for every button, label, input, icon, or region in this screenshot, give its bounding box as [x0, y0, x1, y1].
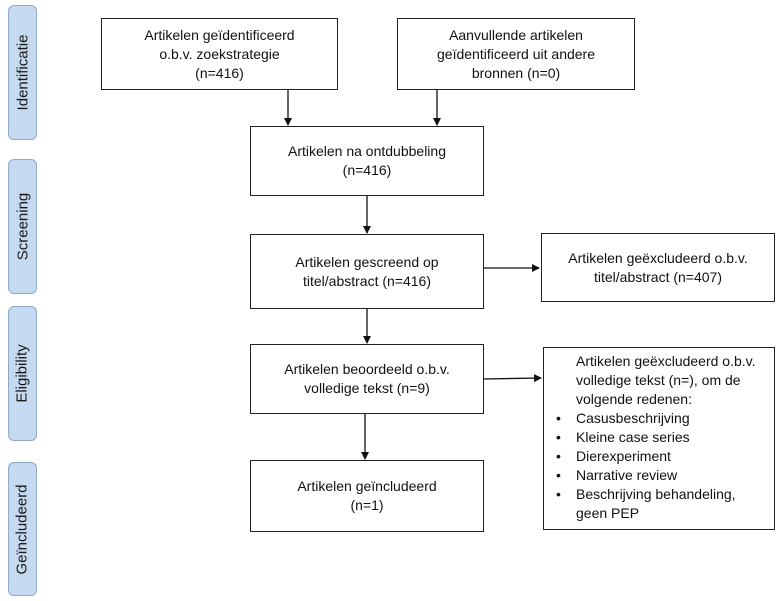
exclusion-reason: Narrative review [554, 466, 736, 485]
box-line: Artikelen beoordeeld o.b.v. [284, 361, 450, 377]
box-line: Artikelen geïdentificeerd [144, 26, 295, 43]
exclusion-reason: Dierexperiment [554, 447, 736, 466]
box-identified-other: Aanvullende artikelen geïdentificeerd ui… [397, 18, 635, 90]
box-line: volgende redenen: [576, 391, 692, 407]
box-line: Artikelen gescreend op [295, 253, 439, 270]
phase-identificatie: Identificatie [8, 5, 37, 140]
phase-label: Screening [14, 192, 32, 261]
box-line: (n=416) [195, 64, 244, 81]
box-line: bronnen (n=0) [471, 64, 561, 81]
box-line: volledige tekst (n=), om de [576, 372, 741, 388]
exclusion-reason: Beschrijving behandeling, [554, 485, 736, 504]
box-included: Artikelen geïncludeerd (n=1) [250, 460, 484, 532]
exclusion-reasons-list: Casusbeschrijving Kleine case series Die… [556, 409, 736, 504]
box-line: Artikelen na ontdubbeling [287, 143, 446, 159]
box-line: volledige tekst (n=9) [304, 380, 430, 396]
exclusion-reason: Kleine case series [554, 428, 736, 447]
box-fulltext-assessed: Artikelen beoordeeld o.b.v. volledige te… [250, 344, 484, 414]
exclusion-reason: Casusbeschrijving [554, 409, 736, 428]
box-line: Aanvullende artikelen [449, 26, 583, 43]
box-line: Artikelen geëxcludeerd o.b.v. [568, 249, 748, 266]
box-line: titel/abstract (n=416) [302, 272, 431, 289]
arrow-fulltext-to-excluded [483, 374, 542, 383]
box-screened: Artikelen gescreend op titel/abstract (n… [250, 234, 484, 309]
box-deduplicated: Artikelen na ontdubbeling (n=416) [250, 126, 484, 196]
box-line: Artikelen geëxcludeerd o.b.v. [576, 353, 756, 369]
phase-label: Eligibility [14, 344, 32, 403]
box-line: (n=1) [350, 497, 384, 513]
phase-eligibility: Eligibility [8, 306, 37, 441]
box-line: Artikelen geïncludeerd [297, 478, 437, 494]
phase-geincludeerd: Geïncludeerd [8, 462, 37, 596]
box-line: o.b.v. zoekstrategie [159, 45, 280, 62]
exclusion-reason-continuation: geen PEP [576, 505, 640, 521]
phase-screening: Screening [8, 159, 37, 294]
phase-label: Identificatie [14, 34, 32, 111]
box-line: geïdentificeerd uit andere [437, 45, 595, 62]
phase-label: Geïncludeerd [14, 483, 31, 575]
box-identified-search: Artikelen geïdentificeerd o.b.v. zoekstr… [101, 18, 338, 90]
box-line: (n=416) [342, 162, 392, 178]
box-excluded-fulltext: Artikelen geëxcludeerd o.b.v. volledige … [543, 347, 775, 530]
box-line: titel/abstract (n=407) [593, 268, 722, 285]
box-excluded-title: Artikelen geëxcludeerd o.b.v. titel/abst… [541, 233, 775, 302]
